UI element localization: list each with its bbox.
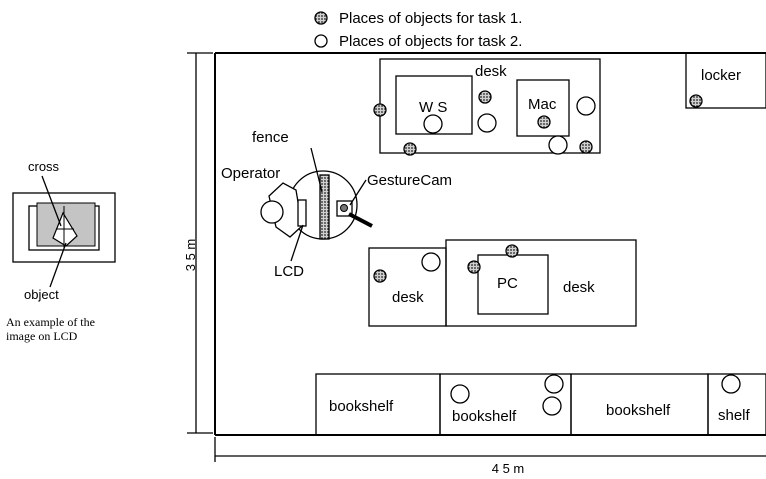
gesturecam-arm: [348, 212, 373, 228]
gesturecam-pointer: [349, 179, 367, 206]
example-caption-line1: An example of the: [6, 315, 95, 329]
width-dimension: [214, 437, 766, 462]
fence-pointer: [310, 147, 323, 193]
legend-task1-label: Places of objects for task 1.: [339, 10, 522, 27]
cross-pointer: [41, 175, 62, 227]
locker-label: locker: [701, 67, 741, 84]
task2-place: [421, 252, 441, 272]
mac-computer: [516, 79, 570, 137]
operator-label: Operator: [221, 165, 280, 182]
gesturecam-lens-icon: [340, 204, 348, 212]
task1-place: [373, 103, 387, 117]
task2-place: [721, 374, 741, 394]
mac-label: Mac: [528, 96, 557, 113]
locker: [685, 52, 766, 109]
task2-place: [548, 135, 568, 155]
height-dimension-label: 3 5 m: [183, 239, 198, 272]
task2-place: [450, 384, 470, 404]
desk-right: [445, 239, 637, 327]
shelf-label: shelf: [718, 407, 751, 424]
desk-top-label: desk: [475, 63, 507, 80]
task1-place: [373, 269, 387, 283]
lcd-example: [12, 192, 116, 263]
task2-place: [576, 96, 596, 116]
lcd-pointer: [290, 224, 304, 262]
task1-place: [403, 142, 417, 156]
legend-task2-label: Places of objects for task 2.: [339, 33, 522, 50]
task1-marker-icon: [314, 11, 328, 25]
task2-object-places: [421, 96, 741, 416]
task2-marker-icon: [314, 34, 328, 48]
ws-label: W S: [419, 99, 447, 116]
task2-place: [544, 374, 564, 394]
example-caption-line2: image on LCD: [6, 329, 78, 343]
task1-place: [579, 140, 593, 154]
desk-left-label: desk: [392, 289, 424, 306]
lcd-device: [297, 199, 307, 227]
bookshelf-1-label: bookshelf: [329, 398, 394, 415]
shelf: [707, 373, 766, 436]
task2-place: [423, 114, 443, 134]
task1-place: [537, 115, 551, 129]
fence-bar: [319, 174, 330, 240]
operator-head-icon: [260, 200, 284, 224]
object-label: object: [24, 287, 59, 302]
task2-place: [542, 396, 562, 416]
fence-label: fence: [252, 129, 289, 146]
task2-place: [477, 113, 497, 133]
task1-place: [689, 94, 703, 108]
bookshelf-3-label: bookshelf: [606, 402, 671, 419]
height-dimension: [187, 52, 213, 434]
object-pointer: [49, 242, 67, 288]
desk-right-label: desk: [563, 279, 595, 296]
cross-label: cross: [28, 159, 60, 174]
gesturecam-label: GestureCam: [367, 172, 452, 189]
width-dimension-label: 4 5 m: [492, 461, 525, 476]
task1-object-places: [373, 90, 703, 283]
lcd-label: LCD: [274, 263, 304, 280]
task1-place: [505, 244, 519, 258]
pc-label: PC: [497, 275, 518, 292]
ws-workstation: [395, 75, 473, 135]
task1-place: [467, 260, 481, 274]
bookshelf-2-label: bookshelf: [452, 408, 517, 425]
task1-place: [478, 90, 492, 104]
